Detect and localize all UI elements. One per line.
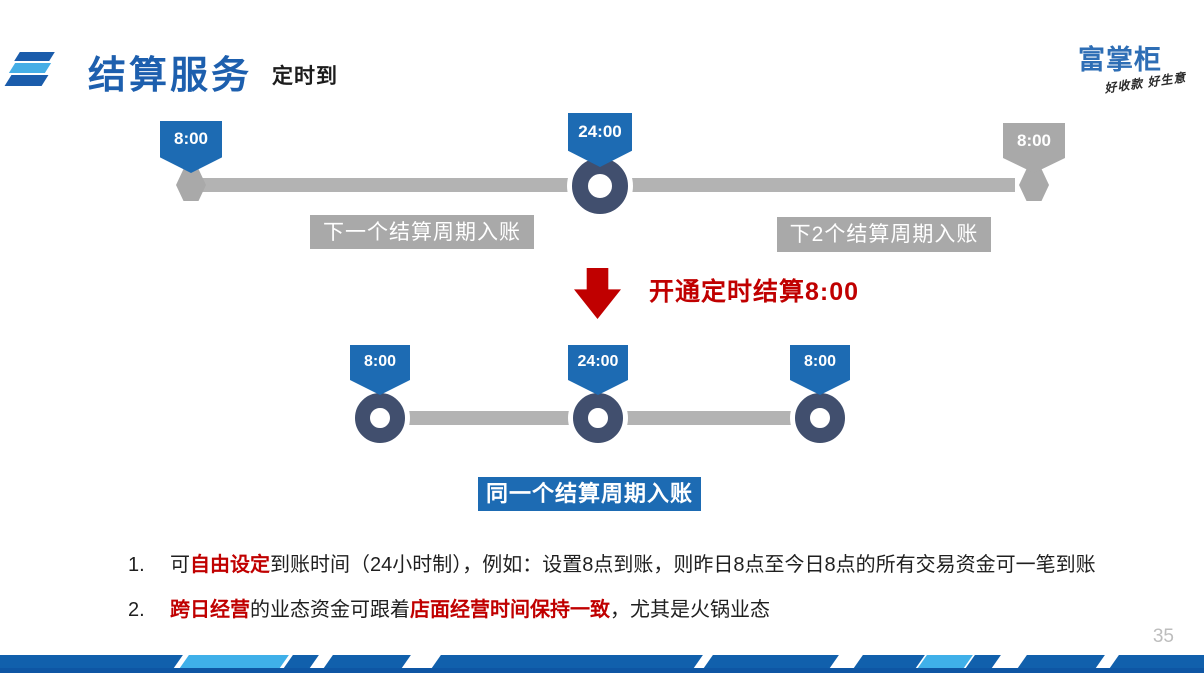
time-flag-upper-right: 8:00 <box>1003 123 1065 173</box>
page-subtitle: 定时到 <box>272 65 338 88</box>
time-flag-upper-left: 8:00 <box>160 121 222 173</box>
time-flag-label: 8:00 <box>1016 131 1052 150</box>
lower-connector-left <box>408 411 570 425</box>
settlement-node-ring <box>795 393 845 443</box>
period-label-left: 下一个结算周期入账 <box>310 215 534 249</box>
transition-label: 开通定时结算8:00 <box>649 278 860 306</box>
page-number: 35 <box>1152 626 1174 647</box>
time-flag-label: 24:00 <box>578 122 622 141</box>
note-item-2: 2. 跨日经营的业态资金可跟着店面经营时间保持一致，尤其是火锅业态 <box>128 597 1138 623</box>
settlement-node-ring <box>573 393 623 443</box>
lower-connector-right <box>626 411 792 425</box>
time-flag-lower-left: 8:00 <box>350 345 410 395</box>
left-hexagon-cap <box>176 169 206 201</box>
right-hexagon-cap <box>1019 169 1049 201</box>
period-label-right: 下2个结算周期入账 <box>777 217 991 252</box>
footer-baseline <box>0 668 1204 673</box>
time-flag-label: 8:00 <box>173 129 209 148</box>
time-flag-lower-center: 24:00 <box>568 345 628 395</box>
time-flag-upper-center: 24:00 <box>568 113 632 167</box>
down-arrow-icon <box>574 268 621 319</box>
time-flag-label: 24:00 <box>577 353 619 370</box>
note-text: 可自由设定到账时间（24小时制），例如：设置8点到账，则昨日8点至今日8点的所有… <box>170 554 1096 576</box>
note-number: 2. <box>128 599 145 621</box>
note-item-1: 1. 可自由设定到账时间（24小时制），例如：设置8点到账，则昨日8点至今日8点… <box>128 552 1138 578</box>
page-title: 结算服务 <box>88 55 253 97</box>
time-flag-label: 8:00 <box>803 353 837 370</box>
time-flag-label: 8:00 <box>363 353 397 370</box>
note-text: 跨日经营的业态资金可跟着店面经营时间保持一致，尤其是火锅业态 <box>170 599 770 621</box>
result-label: 同一个结算周期入账 <box>478 477 701 511</box>
time-flag-lower-right: 8:00 <box>790 345 850 395</box>
brand-logo: 富掌柜 <box>1078 45 1162 75</box>
note-number: 1. <box>128 554 145 576</box>
settlement-node-ring <box>355 393 405 443</box>
